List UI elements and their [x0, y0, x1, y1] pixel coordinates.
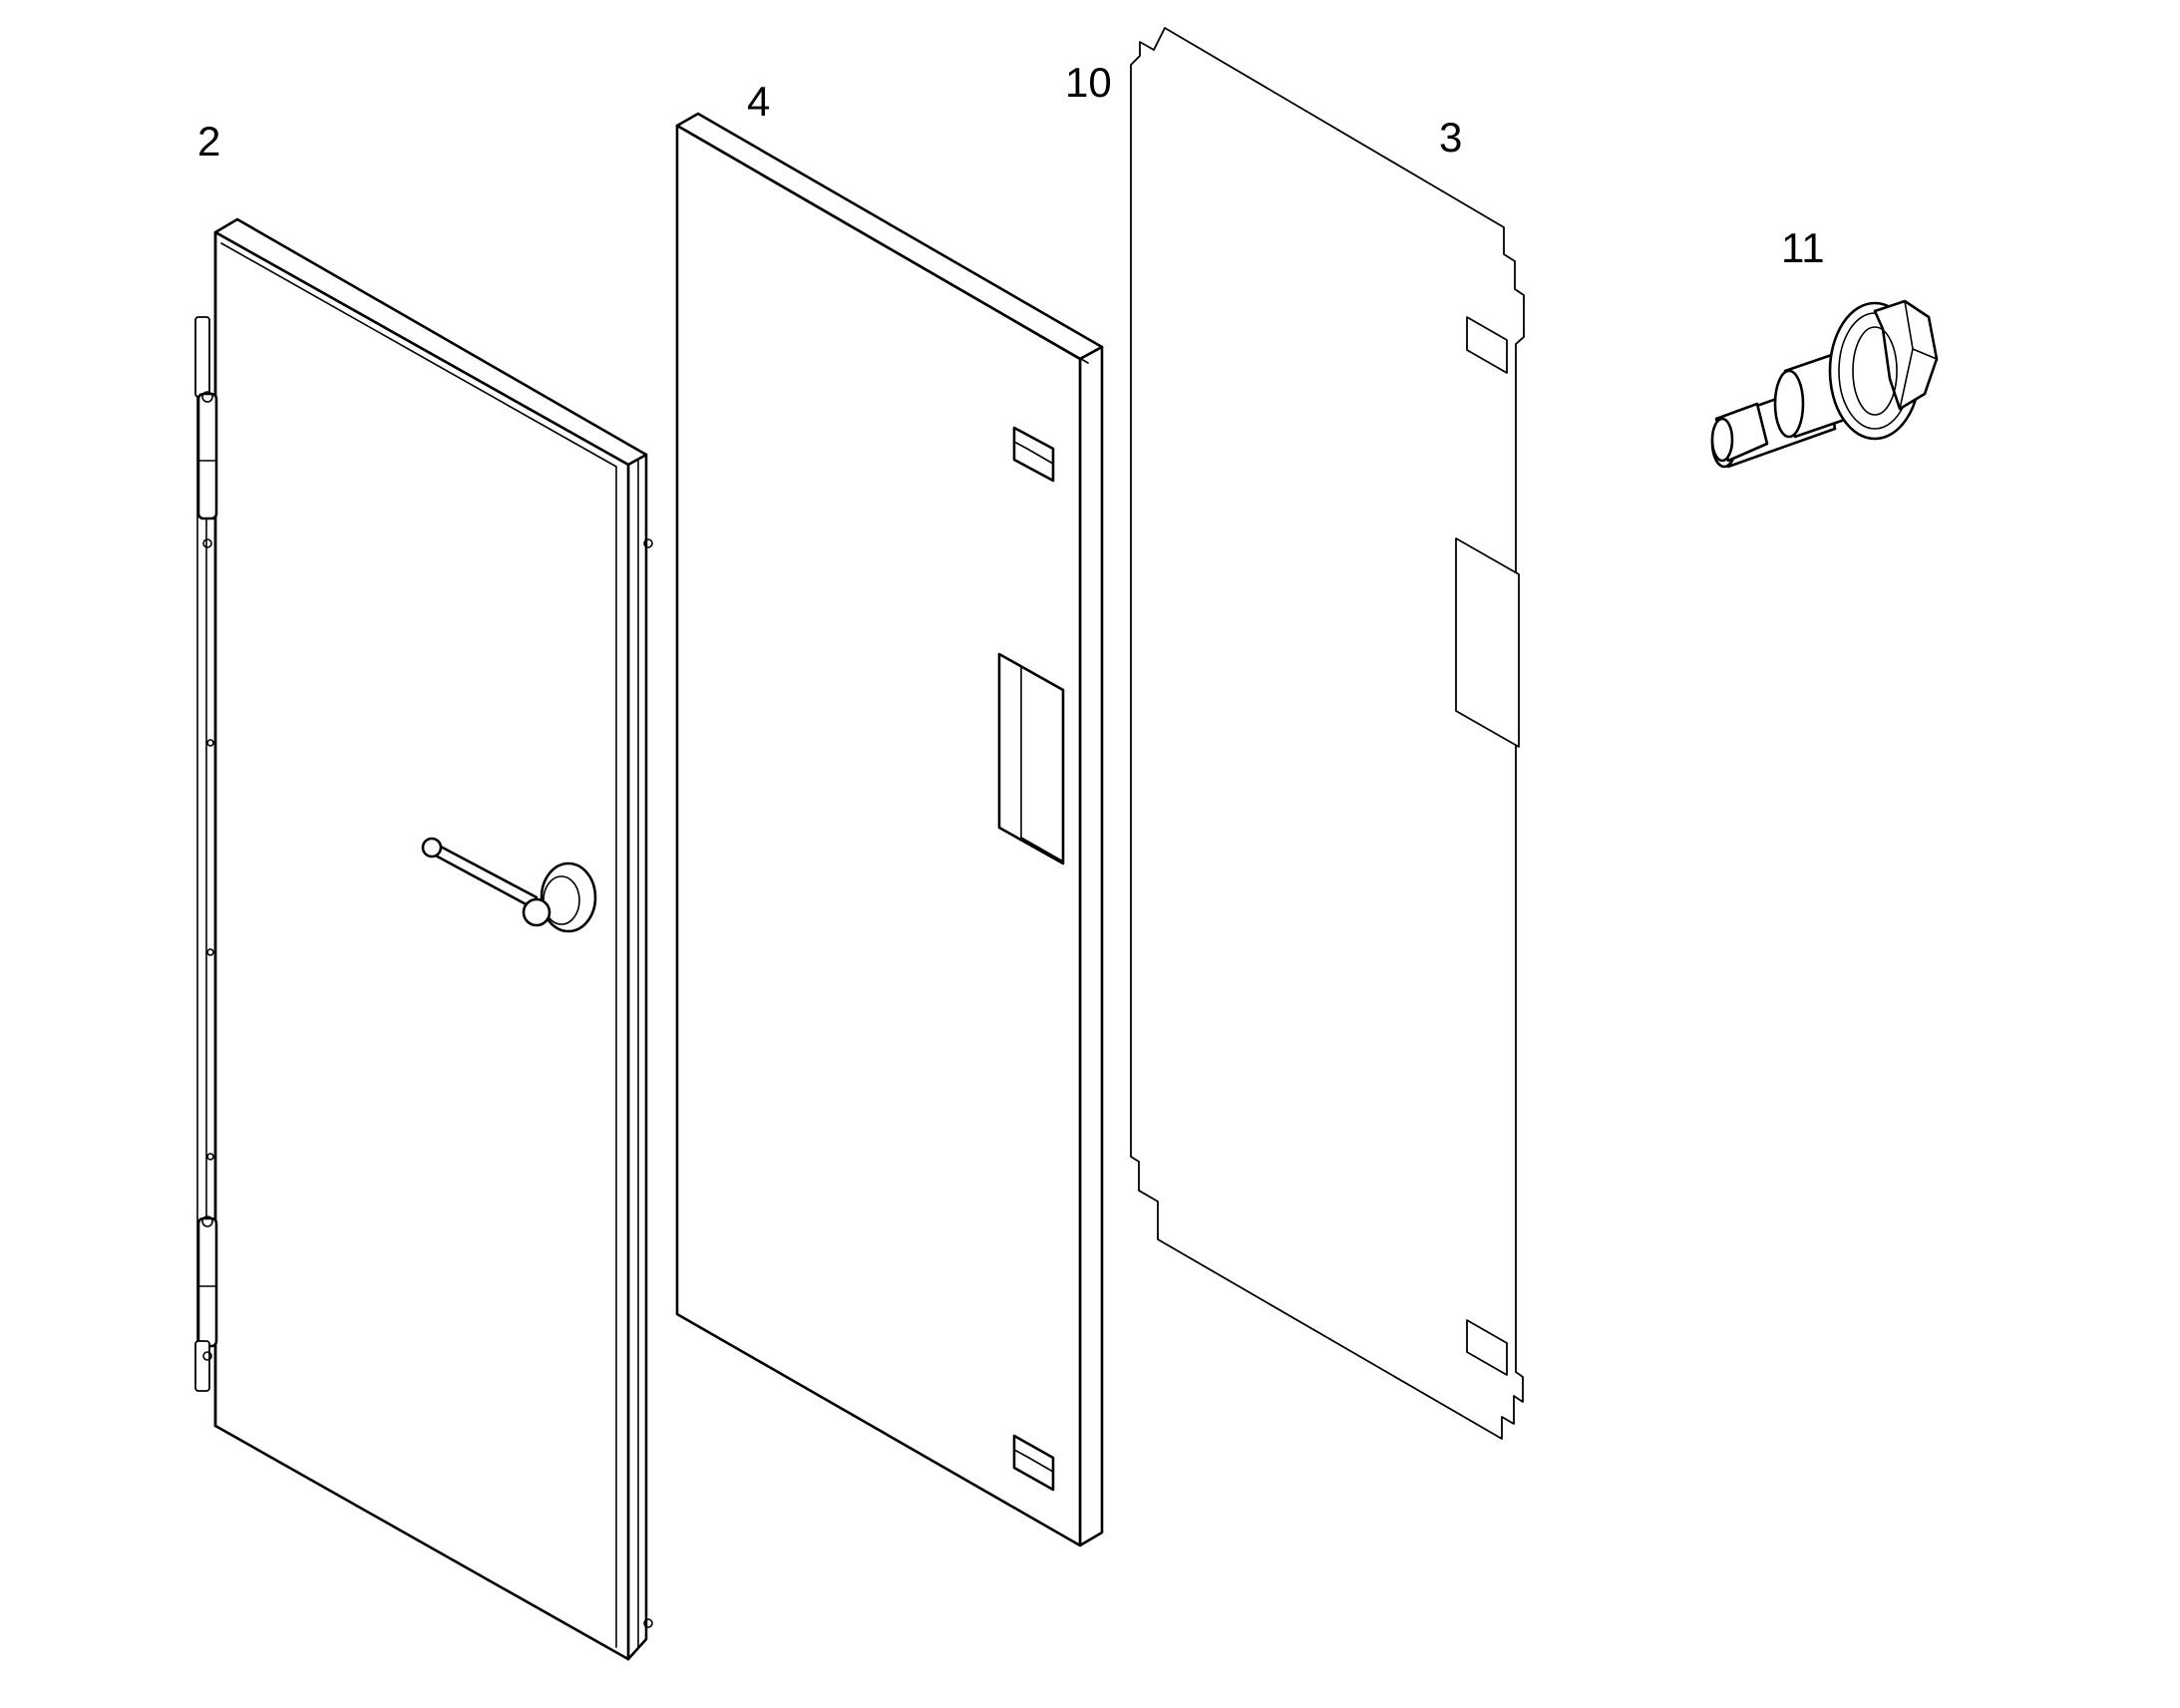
sheet-hole-top — [1466, 316, 1508, 374]
insulation-sheet — [1130, 27, 1525, 1440]
panel-slot-middle — [997, 652, 1065, 865]
bolt-part — [1710, 299, 1939, 469]
callout-10: 10 — [1065, 59, 1112, 106]
gasket-panel-part — [675, 112, 1104, 1547]
callout-3: 3 — [1439, 114, 1462, 161]
panel-slot-top — [1012, 426, 1055, 483]
sheet-hole-middle — [1455, 537, 1520, 748]
panel-slot-bottom — [1012, 1434, 1055, 1492]
callout-2: 2 — [197, 118, 220, 165]
bottom-hinge — [194, 1215, 218, 1392]
door-edge — [626, 453, 648, 1661]
callout-4: 4 — [747, 78, 770, 125]
sheet-hole-bottom — [1466, 1319, 1508, 1376]
top-hinge — [194, 316, 218, 548]
callout-11: 11 — [1781, 224, 1825, 271]
panel-right-edge — [1078, 345, 1104, 1547]
insulation-sheet-part — [1130, 27, 1525, 1440]
door-face — [213, 230, 630, 1661]
door-part — [194, 217, 653, 1661]
door-handle — [421, 837, 597, 933]
